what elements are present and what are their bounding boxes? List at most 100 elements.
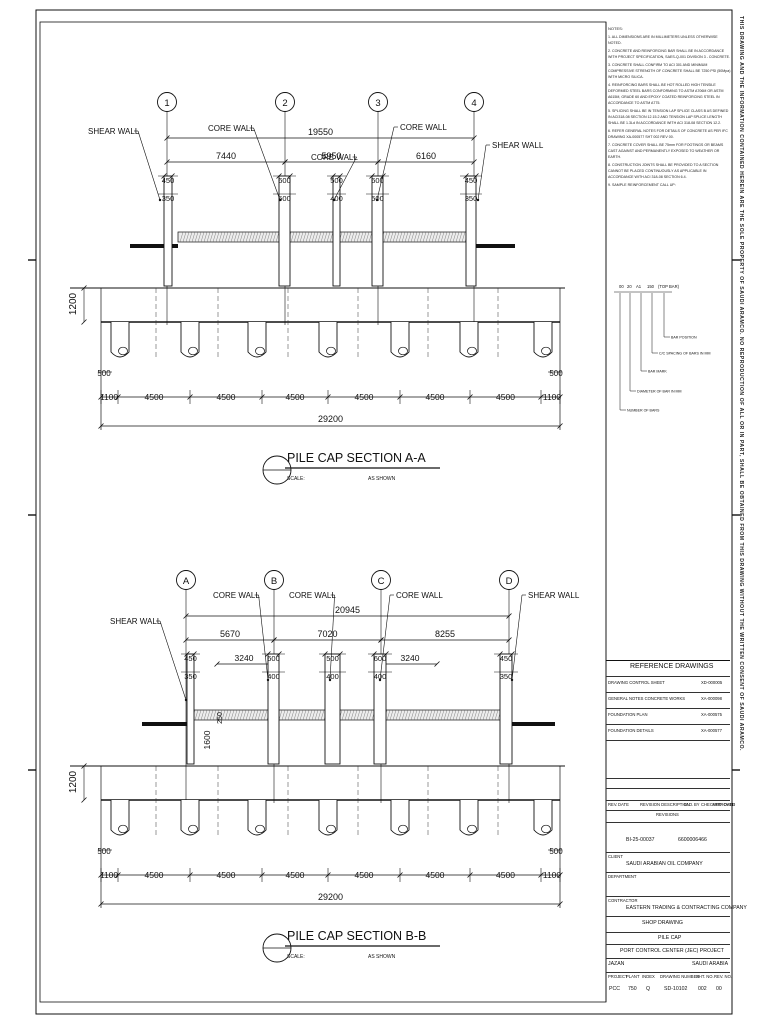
hatch-line <box>272 231 277 243</box>
hatch-line <box>446 709 451 721</box>
border-zone-markers <box>28 259 740 771</box>
hatch-line <box>452 231 457 243</box>
overall-top-dim: 19550 <box>308 127 333 137</box>
dim-tick <box>265 651 271 657</box>
dim-tick <box>467 394 473 400</box>
hatch-line <box>470 709 475 721</box>
hatch-line <box>392 709 397 721</box>
dim-tick <box>98 423 104 429</box>
field-header: SHT. NO. <box>696 974 714 979</box>
project-name: PORT CONTROL CENTER (JEC) PROJECT <box>620 948 724 954</box>
legend-code: 20 <box>627 284 632 289</box>
wall-offset-dim: 400 <box>330 194 343 203</box>
hatch-line <box>305 231 310 243</box>
hatch-line <box>353 231 358 243</box>
field-value: PCC <box>609 986 620 992</box>
hatch-line <box>254 231 259 243</box>
wall-width-dim: 500 <box>330 176 343 185</box>
hatch-line <box>248 231 253 243</box>
hatch-line <box>308 231 313 243</box>
hatch-line <box>416 231 421 243</box>
hatch-line <box>227 709 232 721</box>
wall-offset-dim: 350 <box>162 194 175 203</box>
dim-tick <box>187 872 193 878</box>
hatch-line <box>485 709 490 721</box>
hatch-line <box>230 231 235 243</box>
hatch-line <box>218 231 223 243</box>
drawing-type: SHOP DRAWING <box>642 920 683 926</box>
scale-label: SCALE: <box>287 954 305 960</box>
bay-dim: 5670 <box>220 629 240 639</box>
side-note-text: THIS DRAWING AND THE INFORMATION CONTAIN… <box>738 16 744 751</box>
hatch-line <box>467 709 472 721</box>
hatch-line <box>350 709 355 721</box>
dim-tick <box>183 613 189 619</box>
hatch-line <box>353 709 358 721</box>
hatch-line <box>428 709 433 721</box>
bottom-dim: 1100 <box>543 392 562 402</box>
hatch-line <box>218 709 223 721</box>
dim-tick <box>161 173 167 179</box>
dim-tick <box>506 613 512 619</box>
hatch-line <box>260 709 265 721</box>
hatch-line <box>242 231 247 243</box>
hatch-line <box>359 709 364 721</box>
note-item: 6. REFER GENERAL NOTES FOR DETAILS OF CO… <box>608 129 728 140</box>
dim-tick <box>463 173 469 179</box>
wall <box>324 653 341 765</box>
hatch-line <box>419 231 424 243</box>
grid-label: A <box>183 576 190 587</box>
edge-dim: 500 <box>97 847 111 856</box>
hatch-line <box>287 709 292 721</box>
hatch-line <box>269 231 274 243</box>
hatch-line <box>401 709 406 721</box>
jo-number: 6600006466 <box>678 837 707 843</box>
hatch-line <box>293 231 298 243</box>
hatch-line <box>452 709 457 721</box>
wall-width-dim: 600 <box>374 654 387 663</box>
contractor-name: EASTERN TRADING & CONTRACTING COMPANY <box>626 905 747 911</box>
dim-tick <box>375 159 381 165</box>
hatch-line <box>224 709 229 721</box>
hatch-line <box>416 709 421 721</box>
dim-tick <box>538 394 544 400</box>
hatch-line <box>431 709 436 721</box>
field-header: INDEX <box>642 974 655 979</box>
dim-tick <box>115 394 121 400</box>
hatch-line <box>464 709 469 721</box>
hatch-line <box>362 709 367 721</box>
drawing-title: PILE CAP <box>658 935 682 941</box>
cap-height-dim: 1200 <box>68 770 79 793</box>
bay-dim: 8255 <box>435 629 455 639</box>
note-item: 5. SPLICING SHALL BE IN TENSION LAP SPLI… <box>608 109 729 126</box>
wall-offset-dim: 400 <box>267 672 280 681</box>
hatch-line <box>491 709 496 721</box>
hatch-line <box>395 231 400 243</box>
wall <box>163 175 173 287</box>
hatch-line <box>449 709 454 721</box>
wall-offset-dim: 350 <box>465 194 478 203</box>
bottom-dim: 4500 <box>286 392 305 402</box>
edge-dim: 500 <box>97 369 111 378</box>
hatch-line <box>299 709 304 721</box>
dim-tick <box>81 763 87 769</box>
rev-header: DATE <box>618 802 629 807</box>
hatch-line <box>239 709 244 721</box>
dim-tick <box>557 423 563 429</box>
field-header: REV. NO. <box>714 974 732 979</box>
wall-width-dim: 600 <box>267 654 280 663</box>
dim-tick <box>214 661 220 667</box>
hatch-line <box>311 231 316 243</box>
hatch-line <box>347 231 352 243</box>
hatch-line <box>200 231 205 243</box>
hatch-line <box>449 231 454 243</box>
bottom-dim: 4500 <box>217 392 236 402</box>
wall-label: SHEAR WALL <box>492 141 544 150</box>
legend-code: 00 <box>619 284 624 289</box>
hatch-line <box>302 709 307 721</box>
wall-width-dim: 500 <box>326 654 339 663</box>
ref-name: DRAWING CONTROL SHEET <box>608 680 665 685</box>
hatch-line <box>323 231 328 243</box>
hatch-line <box>194 709 199 721</box>
wall-label: CORE WALL <box>400 123 447 132</box>
